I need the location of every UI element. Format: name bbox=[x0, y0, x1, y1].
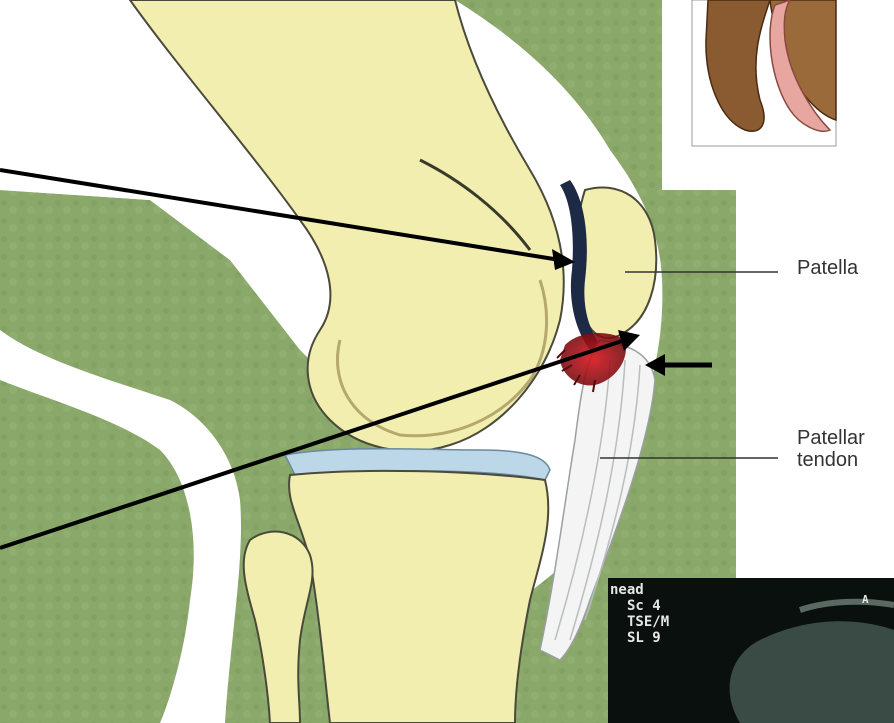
tibia bbox=[289, 471, 548, 723]
patellar-tendon-label-line1: Patellar bbox=[797, 427, 865, 449]
patella-label: Patella bbox=[797, 257, 858, 279]
mri-series-text: Sc 4 bbox=[627, 598, 661, 614]
patellar-tendon-label-line2: tendon bbox=[797, 449, 865, 471]
mri-orientation-text: A bbox=[862, 592, 869, 608]
patellar-tendon-label: Patellar tendon bbox=[797, 427, 865, 471]
mri-head-text: nead bbox=[610, 582, 644, 598]
mri-slice-text: SL 9 bbox=[627, 630, 661, 646]
mri-sequence-text: TSE/M bbox=[627, 614, 669, 630]
